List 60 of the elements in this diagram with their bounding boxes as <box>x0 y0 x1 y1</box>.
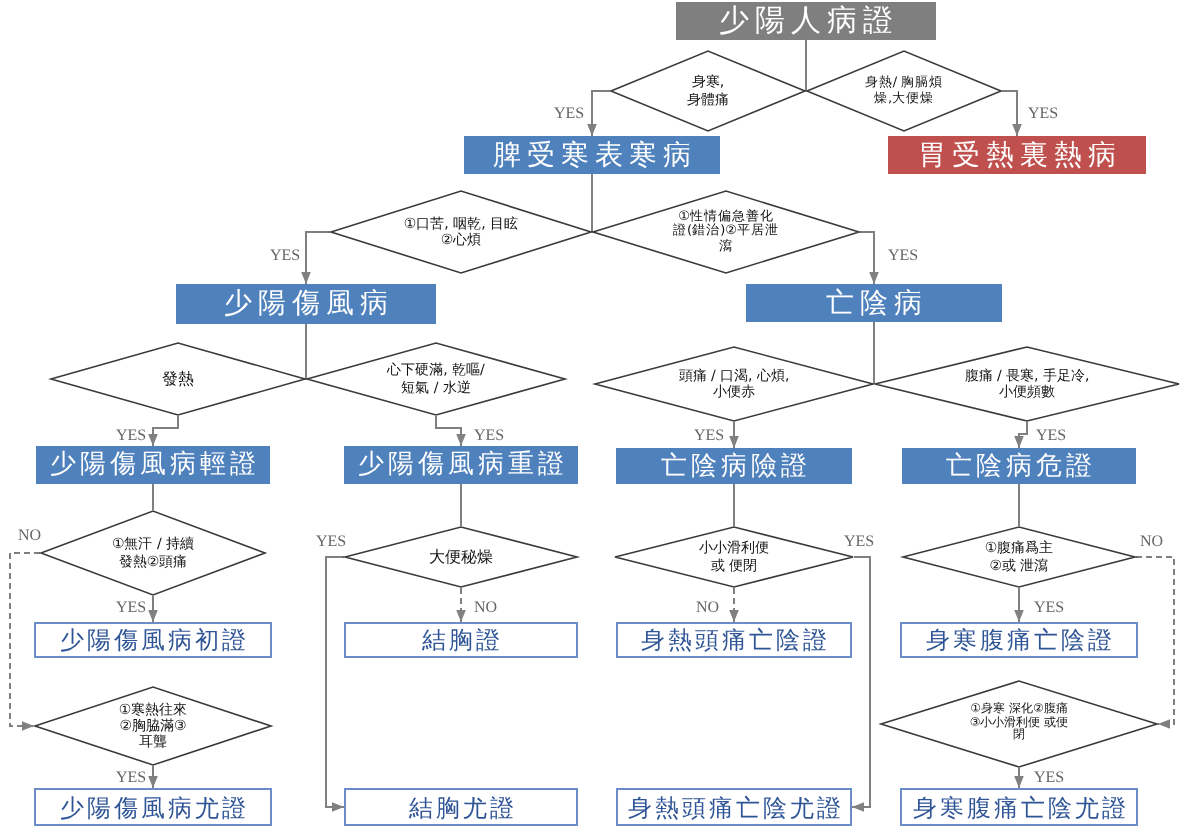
process-box: 亡陰病險證 <box>616 448 852 484</box>
edge-label: YES <box>1026 106 1061 122</box>
arrow <box>587 90 611 137</box>
edge-label: YES <box>268 248 303 264</box>
decision-diamond: 大便秘燥 <box>344 526 578 588</box>
arrow <box>9 552 41 731</box>
edge-label: YES <box>472 428 507 444</box>
arrow <box>456 587 466 623</box>
edge-label: YES <box>114 770 149 786</box>
arrow <box>148 595 158 623</box>
connector-line <box>873 321 875 385</box>
arrow <box>301 231 331 285</box>
header-box: 少陽人病證 <box>676 2 936 40</box>
arrow <box>859 231 879 285</box>
result-box: 身寒腹痛亡陰證 <box>900 622 1138 658</box>
edge-label: YES <box>692 428 727 444</box>
edge-label: NO <box>16 528 44 544</box>
process-box: 脾受寒表寒病 <box>464 136 720 174</box>
arrow <box>435 415 466 447</box>
arrow <box>851 556 871 812</box>
process-box: 胃受熱裏熱病 <box>888 136 1146 174</box>
process-box: 少陽傷風病重證 <box>344 446 578 484</box>
edge-label: YES <box>314 534 349 550</box>
edge-label: NO <box>472 600 500 616</box>
edge-label: NO <box>694 600 722 616</box>
result-box: 身寒腹痛亡陰尤證 <box>900 788 1138 826</box>
connector-line <box>733 483 735 527</box>
edge-label: YES <box>114 428 149 444</box>
process-box: 少陽傷風病 <box>176 284 436 324</box>
arrow <box>148 415 179 447</box>
arrow <box>1014 587 1024 623</box>
edge-label: YES <box>552 106 587 122</box>
arrow <box>325 556 345 812</box>
result-box: 身熱頭痛亡陰尤證 <box>616 788 852 826</box>
result-box: 結胸尤證 <box>344 788 578 826</box>
arrow <box>1014 767 1024 789</box>
result-box: 結胸證 <box>344 622 578 658</box>
process-box: 少陽傷風病輕證 <box>36 446 270 484</box>
edge-label: YES <box>114 600 149 616</box>
edge-label: YES <box>886 248 921 264</box>
connector-line <box>1018 483 1020 527</box>
decision-diamond: 發熱 <box>50 342 306 416</box>
process-box: 亡陰病 <box>746 284 1002 322</box>
arrow <box>1001 90 1022 137</box>
edge-label: YES <box>1034 428 1069 444</box>
arrow <box>729 587 739 623</box>
process-box: 亡陰病危證 <box>902 448 1136 484</box>
arrow <box>729 421 739 449</box>
arrow <box>148 765 158 789</box>
result-box: 少陽傷風病尤證 <box>34 788 272 826</box>
result-box: 少陽傷風病初證 <box>34 622 272 658</box>
edge-label: YES <box>842 534 877 550</box>
result-box: 身熱頭痛亡陰證 <box>616 622 852 658</box>
arrow <box>1014 421 1028 449</box>
connector-line <box>460 483 462 527</box>
edge-label: YES <box>1032 600 1067 616</box>
edge-label: YES <box>1032 770 1067 786</box>
arrow <box>1135 556 1175 729</box>
edge-label: NO <box>1138 534 1166 550</box>
connector-line <box>152 483 154 511</box>
